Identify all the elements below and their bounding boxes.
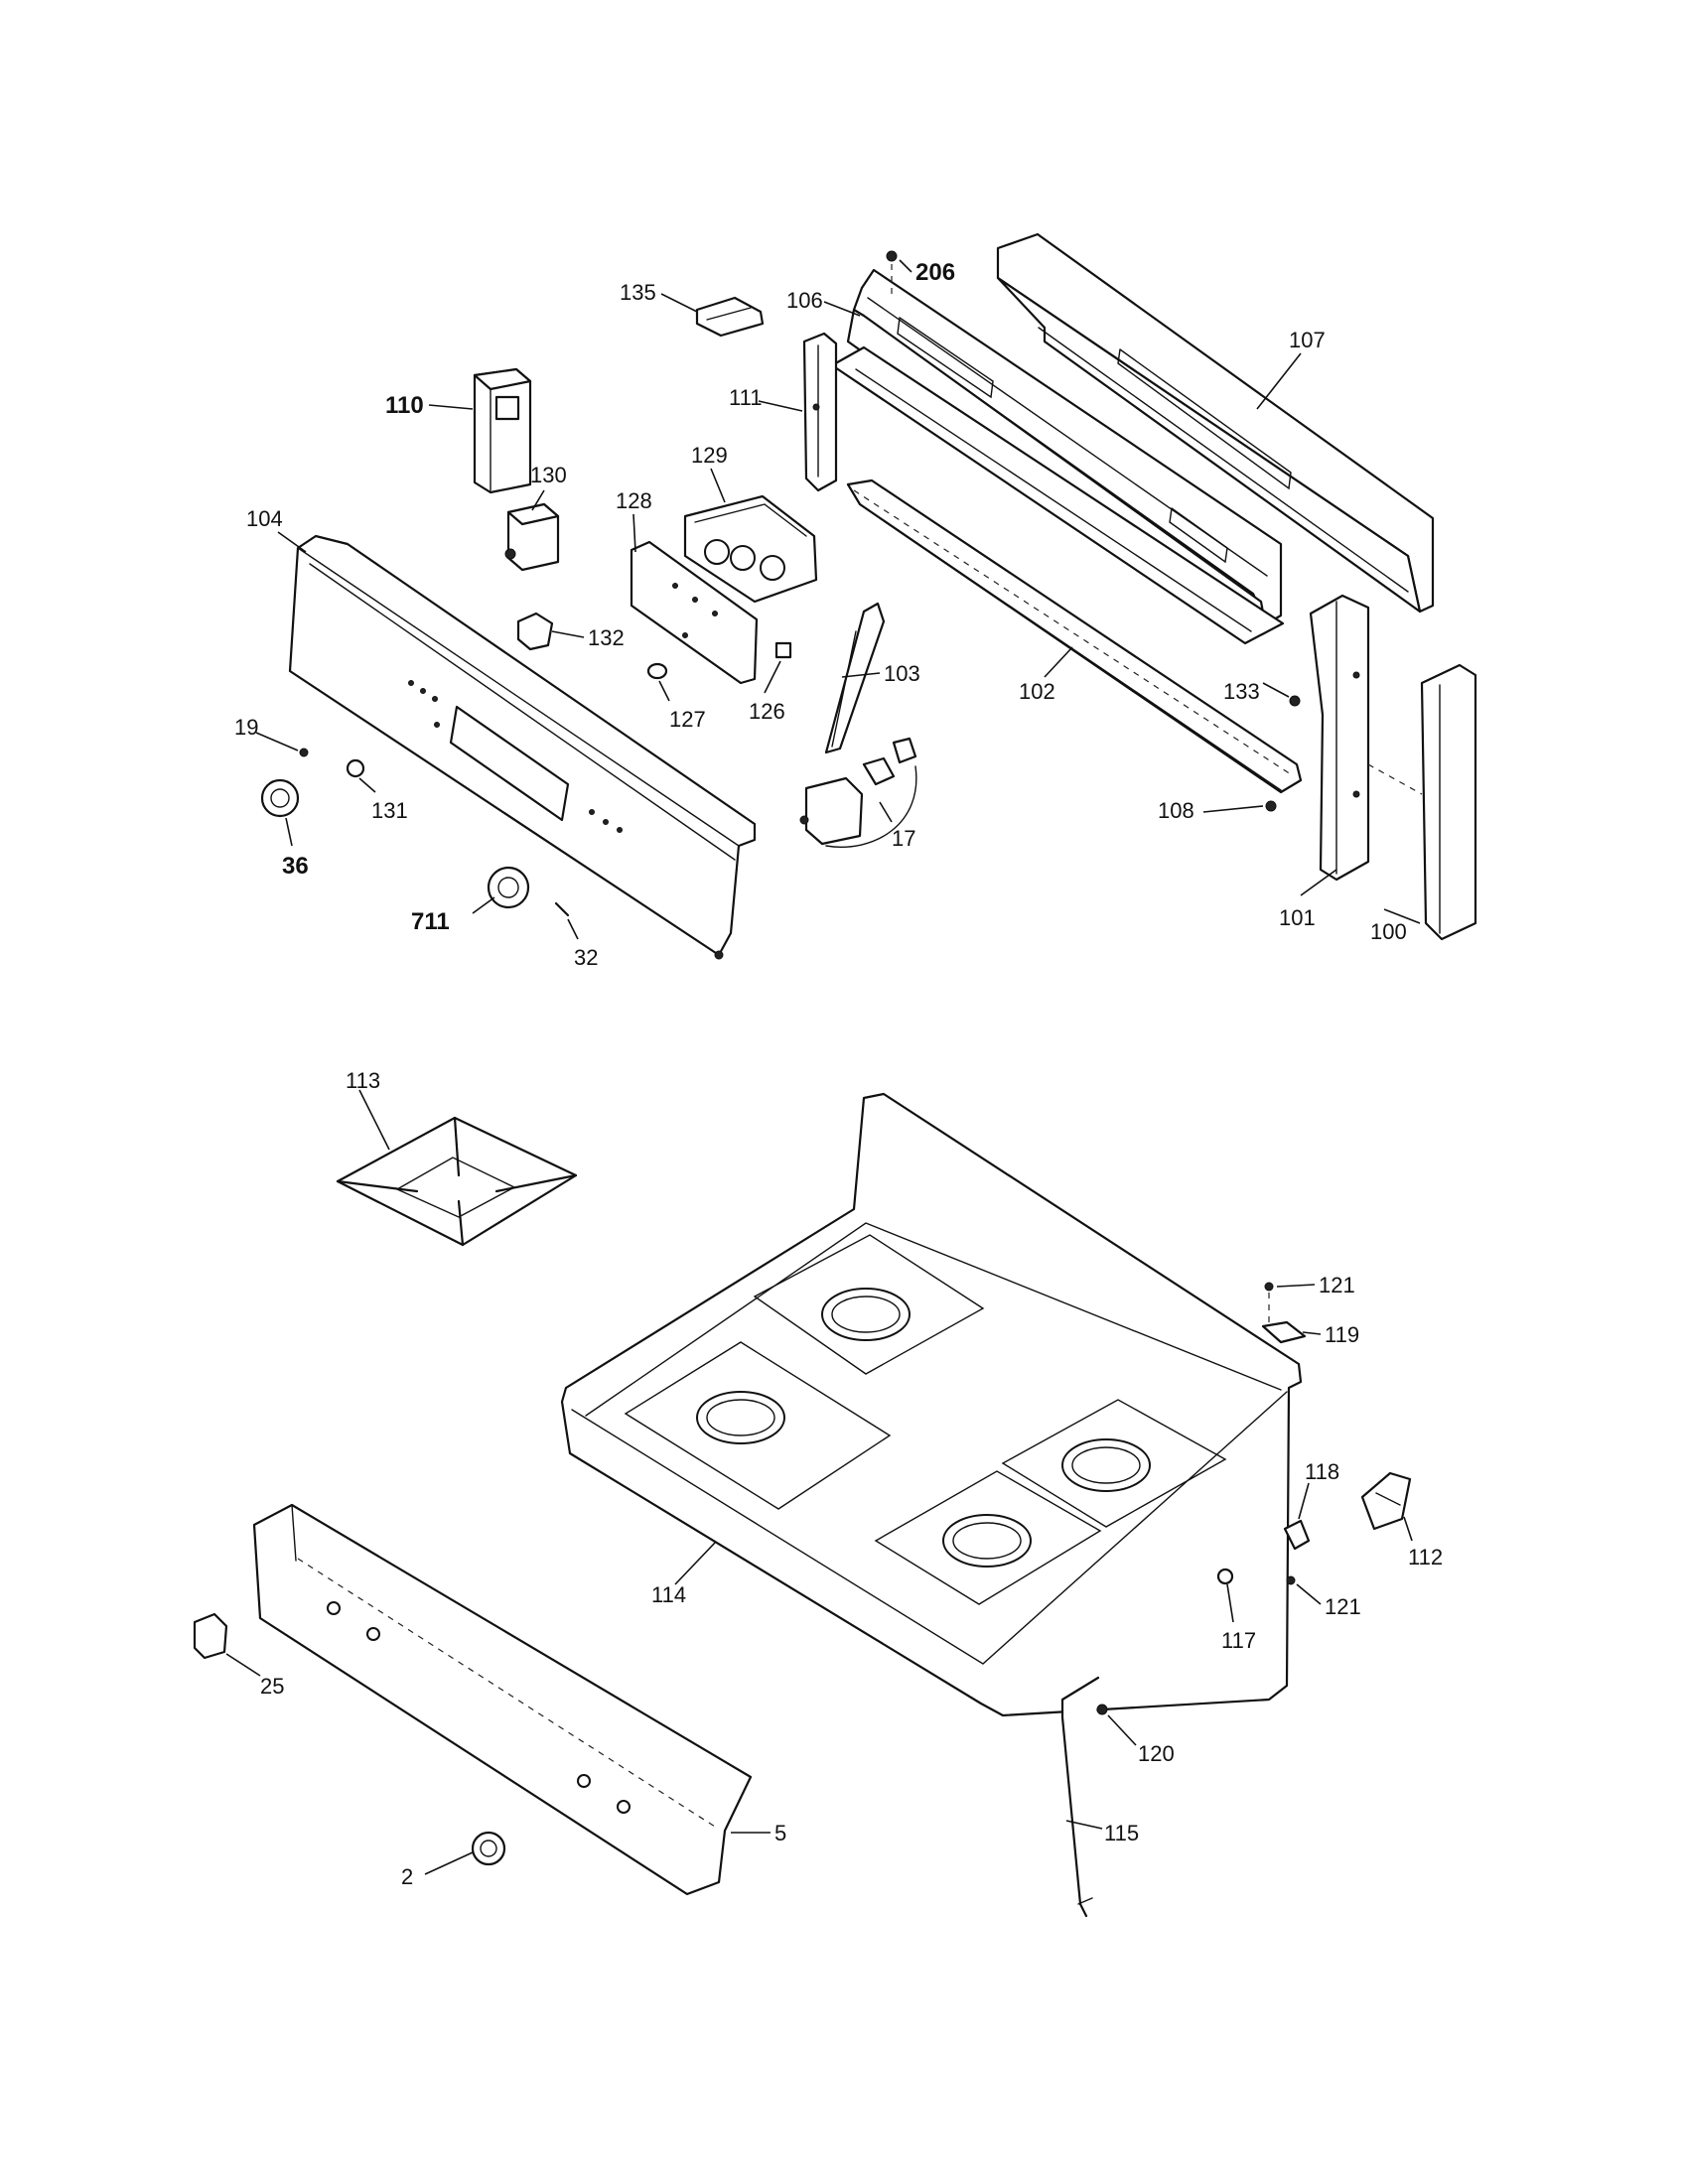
part-5-manifold-panel [252, 1503, 753, 1896]
part-2-knob [471, 1831, 506, 1866]
callout-119: 119 [1325, 1322, 1359, 1347]
part-32-pin [554, 901, 570, 917]
callout-206: 206 [915, 259, 955, 286]
callout-118: 118 [1305, 1459, 1339, 1484]
callout-127: 127 [669, 707, 706, 732]
part-19-screw [299, 748, 309, 757]
part-103-bracket [824, 602, 886, 754]
part-120-screw [1096, 1704, 1108, 1715]
part-206-screw [886, 250, 898, 294]
callout-111: 111 [729, 385, 762, 410]
part-133-screw [1289, 695, 1301, 707]
callout-107: 107 [1289, 328, 1326, 352]
callout-135: 135 [620, 280, 656, 305]
callout-121b: 121 [1325, 1594, 1361, 1619]
callout-131: 131 [371, 798, 408, 823]
part-131-insert [346, 758, 365, 778]
part-101-end-bracket [1309, 594, 1370, 882]
callout-117: 117 [1221, 1628, 1256, 1653]
part-100-end-cap [1367, 663, 1477, 941]
callout-19: 19 [234, 715, 258, 740]
callout-128: 128 [616, 488, 652, 513]
part-115-rod [1060, 1676, 1100, 1918]
callout-120: 120 [1138, 1741, 1175, 1766]
part-106-backguard [830, 268, 1285, 645]
callout-36: 36 [282, 853, 309, 880]
part-132-clip [516, 612, 554, 651]
callout-108: 108 [1158, 798, 1194, 823]
callout-711: 711 [411, 908, 450, 935]
part-711-knob [487, 866, 530, 909]
callout-101: 101 [1279, 905, 1316, 930]
part-119-bracket [1261, 1320, 1307, 1344]
part-102-shield [846, 478, 1303, 794]
part-104-control-panel [288, 534, 757, 960]
callout-103: 103 [884, 661, 920, 686]
part-135-bracket [695, 296, 765, 338]
callout-114: 114 [651, 1582, 686, 1607]
part-127-insert [646, 662, 668, 680]
part-121-screw-top [1264, 1282, 1274, 1324]
part-126-clip [774, 641, 792, 659]
callout-112: 112 [1408, 1545, 1443, 1570]
callout-132: 132 [588, 625, 625, 650]
part-114-cooktop [560, 1092, 1303, 1717]
callout-110: 110 [385, 392, 424, 419]
part-129-switch-assembly [683, 494, 818, 604]
part-112-hinge [1360, 1471, 1412, 1531]
callout-133: 133 [1223, 679, 1260, 704]
callout-113: 113 [346, 1068, 380, 1093]
callout-5: 5 [774, 1821, 786, 1845]
callout-104: 104 [246, 506, 283, 531]
part-36-knob [260, 778, 300, 818]
callout-25: 25 [260, 1674, 284, 1699]
callout-106: 106 [786, 288, 823, 313]
callout-115: 115 [1104, 1821, 1139, 1845]
part-17-switch [799, 737, 917, 848]
callout-121a: 121 [1319, 1273, 1355, 1297]
part-118-bracket [1283, 1519, 1311, 1551]
part-25-valve [193, 1612, 228, 1660]
callout-100: 100 [1370, 919, 1407, 944]
part-110-component [473, 367, 532, 494]
callout-102: 102 [1019, 679, 1055, 704]
part-111-side-bracket [802, 332, 838, 492]
callout-130: 130 [530, 463, 567, 487]
part-108-screw [1265, 800, 1277, 812]
callout-129: 129 [691, 443, 728, 468]
part-117-nut [1216, 1568, 1234, 1585]
callout-32: 32 [574, 945, 598, 970]
callout-17: 17 [892, 826, 915, 851]
part-130-switch [504, 502, 560, 572]
part-107-back-cover [996, 232, 1435, 614]
part-121-screw-bottom [1286, 1575, 1296, 1585]
part-113-grate [336, 1116, 578, 1247]
callout-126: 126 [749, 699, 785, 724]
callout-labels: 206 135 106 107 110 111 129 130 128 104 … [234, 259, 1443, 1889]
leader-lines [225, 259, 1421, 1875]
part-128-plate [630, 540, 759, 685]
callout-2: 2 [401, 1864, 413, 1889]
